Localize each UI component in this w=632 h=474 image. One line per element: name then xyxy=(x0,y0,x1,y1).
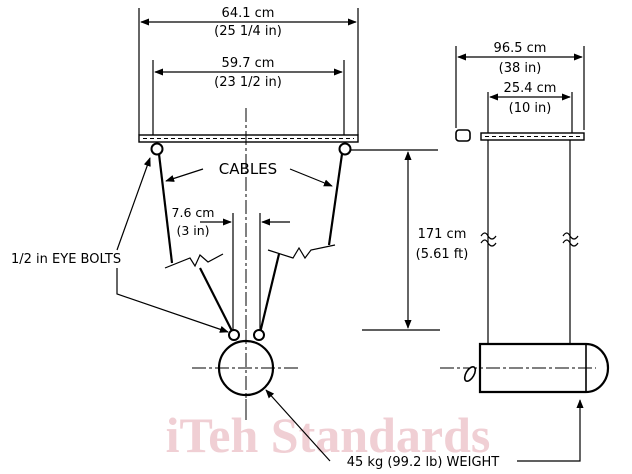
eye-bolt-lower-left xyxy=(228,329,240,341)
cable-right-lower xyxy=(258,253,281,334)
eye-bolt-left-top xyxy=(150,142,164,156)
eye-bolts-label: 1/2 in EYE BOLTS xyxy=(11,252,121,267)
side-support-bar xyxy=(480,132,585,141)
cable-left-upper xyxy=(157,153,174,264)
cable-left-lower xyxy=(199,267,234,334)
outer-width-in-label: (25 1/4 in) xyxy=(214,24,282,39)
cable-right-upper xyxy=(327,153,344,246)
side-view: 96.5 cm (38 in) 25.4 cm (10 in) 171 cm (… xyxy=(350,41,610,394)
side-outer-in-label: (38 in) xyxy=(499,61,542,76)
weight-callout: 45 kg (99.2 lb) WEIGHT xyxy=(265,389,584,470)
side-inner-cm-label: 25.4 cm xyxy=(504,81,557,96)
height-cm-label: 171 cm xyxy=(418,227,467,242)
gap-cm-label: 7.6 cm xyxy=(172,205,215,220)
side-bar-end xyxy=(455,129,471,142)
eye-bolt-lower-right xyxy=(253,329,265,341)
inner-width-cm-label: 59.7 cm xyxy=(222,56,275,71)
side-inner-in-label: (10 in) xyxy=(509,101,552,116)
eye-bolt-right-top xyxy=(338,142,352,156)
side-weight-tie xyxy=(463,365,477,383)
watermark: iTeh Standards xyxy=(166,407,491,463)
inner-width-in-label: (23 1/2 in) xyxy=(214,75,282,90)
side-outer-cm-label: 96.5 cm xyxy=(494,41,547,56)
cables-label: CABLES xyxy=(219,160,277,178)
weight-label: 45 kg (99.2 lb) WEIGHT xyxy=(347,455,500,470)
height-ft-label: (5.61 ft) xyxy=(416,247,469,262)
gap-in-label: (3 in) xyxy=(176,223,209,238)
outer-width-cm-label: 64.1 cm xyxy=(222,6,275,21)
front-view: 64.1 cm (25 1/4 in) 59.7 cm (23 1/2 in) … xyxy=(11,6,359,420)
